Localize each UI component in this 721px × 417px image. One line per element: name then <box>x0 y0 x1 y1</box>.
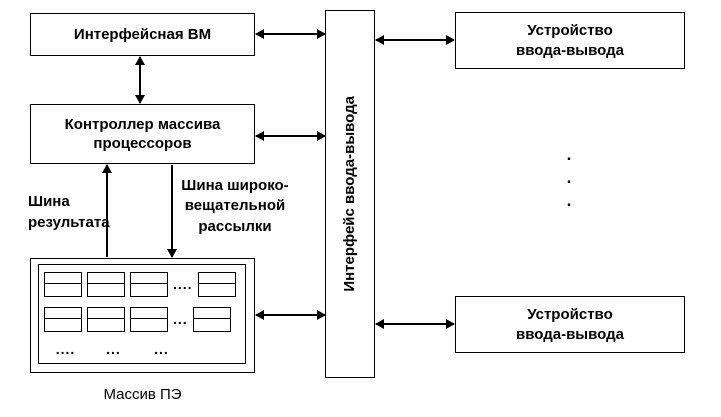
io-device-top-box: Устройство ввода-вывода <box>455 12 685 69</box>
ellipsis-vertical: . . . <box>566 145 572 210</box>
pe-array-box: .... ... .... ... ... <box>30 258 255 373</box>
pe-cell <box>87 271 125 297</box>
io-interface-label: Интерфейс ввода-вывода <box>341 96 359 292</box>
array-controller-box: Контроллер массива процессоров <box>30 104 255 164</box>
arrow-result-bus-up <box>106 165 108 257</box>
broadcast-bus-label: Шина широко- вещательной рассылки <box>181 177 289 235</box>
pe-cell <box>192 306 231 332</box>
ellipsis-horizontal: .... <box>173 276 193 292</box>
arrow-interface-vm-io-interface <box>256 33 325 35</box>
arrow-interface-vm-controller <box>139 57 141 103</box>
ellipsis-horizontal: ... <box>154 341 169 357</box>
arrow-controller-io-interface <box>256 135 325 137</box>
pe-cell <box>87 306 125 332</box>
pe-cell <box>130 306 168 332</box>
arrow-io-interface-io-device-top <box>376 39 454 41</box>
array-controller-label: Контроллер массива процессоров <box>64 115 221 153</box>
io-device-bottom-box: Устройство ввода-вывода <box>455 296 685 353</box>
pe-row: ... <box>44 306 240 332</box>
arrow-pe-array-io-interface <box>256 314 325 316</box>
pe-row: .... <box>44 271 240 297</box>
pe-array-caption: Массив ПЭ <box>103 386 182 403</box>
pe-cell <box>44 306 82 332</box>
io-device-top-label: Устройство ввода-вывода <box>516 22 624 59</box>
interface-vm-label: Интерфейсная ВМ <box>73 25 212 43</box>
pe-cell <box>44 271 82 297</box>
io-interface-box: Интерфейс ввода-вывода <box>325 10 375 378</box>
result-bus-label: Шина результата <box>28 193 110 231</box>
interface-vm-box: Интерфейсная ВМ <box>30 13 255 56</box>
arrow-io-interface-io-device-bottom <box>376 323 454 325</box>
arrow-broadcast-bus-down <box>171 165 173 257</box>
pe-cell <box>130 271 168 297</box>
pe-row-ellipsis: .... ... ... <box>44 341 240 357</box>
ellipsis-horizontal: .... <box>55 341 76 357</box>
pe-cell <box>197 271 236 297</box>
ellipsis-horizontal: ... <box>106 341 121 357</box>
pe-array-inner-box: .... ... .... ... ... <box>38 264 246 364</box>
io-device-bottom-label: Устройство ввода-вывода <box>516 306 624 343</box>
ellipsis-horizontal: ... <box>173 311 188 327</box>
